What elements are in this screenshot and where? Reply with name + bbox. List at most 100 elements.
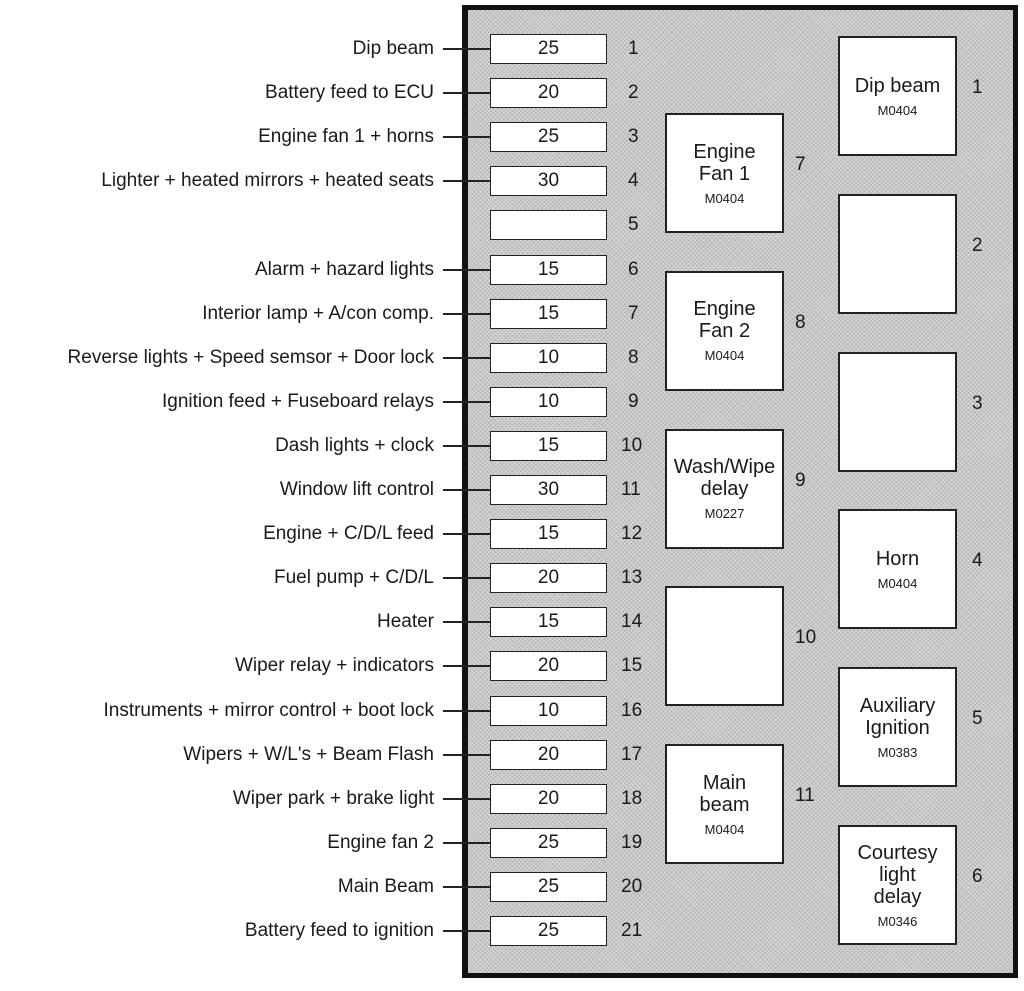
wire-line bbox=[443, 178, 495, 184]
fuse-number: 15 bbox=[621, 655, 643, 677]
relay-box bbox=[838, 193, 957, 314]
wire-line bbox=[443, 575, 495, 581]
relay-number: 7 bbox=[795, 154, 806, 175]
wire-line bbox=[443, 531, 495, 537]
wire-line bbox=[443, 442, 495, 448]
fuse-number: 12 bbox=[621, 523, 643, 545]
fuse-label: Interior lamp + A/con comp. bbox=[202, 302, 434, 324]
fuse-slot: 25 bbox=[490, 34, 607, 64]
fuse-slot: 15 bbox=[490, 298, 607, 329]
fuse-number: 4 bbox=[628, 170, 639, 192]
relay-code: M0227 bbox=[704, 506, 745, 522]
fuse-label: Wiper park + brake light bbox=[232, 787, 434, 809]
relay-name: Courtesy light delay bbox=[857, 841, 938, 908]
wire-line bbox=[443, 90, 495, 96]
fuse-slot: 20 bbox=[490, 651, 607, 682]
fuse-label: Ignition feed + Fuseboard relays bbox=[162, 390, 434, 412]
fuse-slot: 25 bbox=[490, 122, 607, 153]
fuse-slot: 25 bbox=[490, 827, 607, 858]
fuse-slot: 25 bbox=[490, 871, 607, 902]
wire-line bbox=[443, 354, 495, 360]
wire-line bbox=[443, 751, 495, 757]
relay-box bbox=[665, 586, 784, 707]
wire-line bbox=[443, 707, 495, 713]
relay-box bbox=[838, 351, 957, 472]
fuse-slot: 20 bbox=[490, 78, 607, 109]
fuse-number: 8 bbox=[628, 346, 639, 368]
relay-box: Engine Fan 1 M0404 bbox=[665, 113, 784, 233]
fuse-label: Reverse lights + Speed semsor + Door loc… bbox=[67, 346, 434, 368]
fuse-number: 18 bbox=[621, 787, 643, 809]
fuse-number: 20 bbox=[621, 875, 643, 897]
fuse-number: 16 bbox=[621, 699, 643, 721]
relay-number: 9 bbox=[795, 469, 806, 491]
relay-number: 8 bbox=[795, 311, 806, 333]
wire-line bbox=[443, 46, 495, 51]
wire-line bbox=[443, 487, 495, 492]
fuse-slot: 30 bbox=[490, 475, 607, 505]
fuse-label: Fuel pump + C/D/L bbox=[274, 567, 434, 589]
fuse-label: Lighter + heated mirrors + heated seats bbox=[101, 170, 434, 192]
relay-name: Wash/Wipe delay bbox=[673, 456, 776, 501]
relay-number: 1 bbox=[972, 77, 983, 98]
relay-code: M0404 bbox=[877, 575, 918, 591]
fuse-label: Heater bbox=[376, 611, 434, 633]
fuse-label: Main Beam bbox=[337, 875, 434, 897]
fuse-number: 2 bbox=[628, 82, 639, 104]
wire-line bbox=[443, 266, 495, 272]
fuse-number: 21 bbox=[621, 920, 643, 941]
relay-number: 5 bbox=[972, 708, 983, 730]
fuse-number: 11 bbox=[621, 479, 641, 500]
fuse-slot: 20 bbox=[490, 563, 607, 594]
relay-number: 3 bbox=[972, 392, 983, 414]
fuse-number: 1 bbox=[628, 38, 639, 59]
fuse-label: Engine fan 2 bbox=[327, 831, 434, 853]
relay-number: 6 bbox=[972, 866, 983, 887]
fuse-number: 3 bbox=[628, 126, 639, 148]
fuse-slot bbox=[490, 210, 607, 241]
relay-name: Horn bbox=[875, 547, 920, 570]
relay-code: M0404 bbox=[704, 821, 745, 837]
fuse-label: Battery feed to ignition bbox=[244, 920, 434, 941]
wire-line bbox=[443, 398, 495, 404]
relay-code: M0404 bbox=[877, 102, 918, 118]
relay-name: Engine Fan 2 bbox=[693, 298, 756, 343]
fuse-number: 17 bbox=[621, 743, 643, 765]
fuse-number: 13 bbox=[621, 567, 643, 589]
fuse-label: Engine fan 1 + horns bbox=[258, 126, 434, 148]
fuse-slot: 15 bbox=[490, 430, 607, 461]
relay-code: M0404 bbox=[704, 190, 745, 206]
fuse-slot: 10 bbox=[490, 695, 607, 726]
fuse-label: Dip beam bbox=[352, 38, 434, 59]
fuse-number: 10 bbox=[621, 434, 643, 456]
wire-line bbox=[443, 839, 495, 845]
fuse-label: Instruments + mirror control + boot lock bbox=[103, 699, 434, 721]
fuse-number: 7 bbox=[628, 302, 639, 324]
fuse-slot: 30 bbox=[490, 166, 607, 197]
wire-line bbox=[443, 663, 495, 669]
relay-number: 11 bbox=[795, 785, 815, 807]
fuse-slot: 20 bbox=[490, 783, 607, 814]
relay-number: 2 bbox=[972, 234, 983, 256]
fuse-number: 19 bbox=[621, 831, 643, 853]
wire-line bbox=[443, 310, 495, 316]
fuse-label: Battery feed to ECU bbox=[265, 82, 434, 104]
fuse-label: Engine + C/D/L feed bbox=[263, 523, 434, 545]
fuse-label: Wiper relay + indicators bbox=[234, 655, 434, 677]
fuse-slot: 25 bbox=[490, 916, 607, 946]
fuse-slot: 10 bbox=[490, 386, 607, 417]
fuse-label: Window lift control bbox=[279, 479, 434, 500]
fuse-slot: 15 bbox=[490, 519, 607, 550]
fuse-number: 14 bbox=[621, 611, 643, 633]
relay-name: Engine Fan 1 bbox=[693, 140, 756, 185]
wire-line bbox=[443, 134, 495, 140]
fuse-slot: 15 bbox=[490, 607, 607, 638]
fuse-label: Dash lights + clock bbox=[275, 434, 434, 456]
